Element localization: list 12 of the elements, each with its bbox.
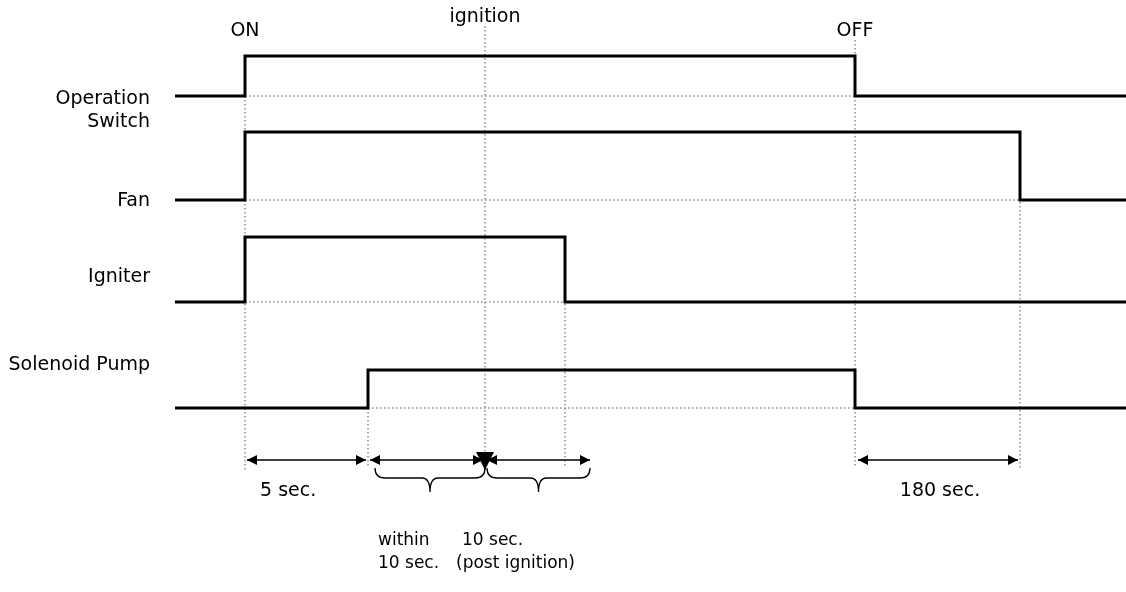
- duration-label: 180 sec.: [898, 478, 982, 501]
- signal-name: Fan: [116, 188, 150, 211]
- duration-label: (post ignition): [456, 551, 576, 574]
- event-label: OFF: [835, 18, 875, 41]
- signal-name: Igniter: [87, 264, 150, 287]
- duration-label: 5 sec.: [260, 478, 318, 501]
- event-label: ignition: [448, 4, 522, 27]
- duration-label: within 10 sec.: [378, 528, 441, 574]
- signal-name: Operation Switch: [54, 86, 150, 132]
- event-label: ON: [229, 18, 261, 41]
- signal-name: Solenoid Pump: [7, 352, 150, 375]
- duration-label: 10 sec.: [462, 528, 525, 551]
